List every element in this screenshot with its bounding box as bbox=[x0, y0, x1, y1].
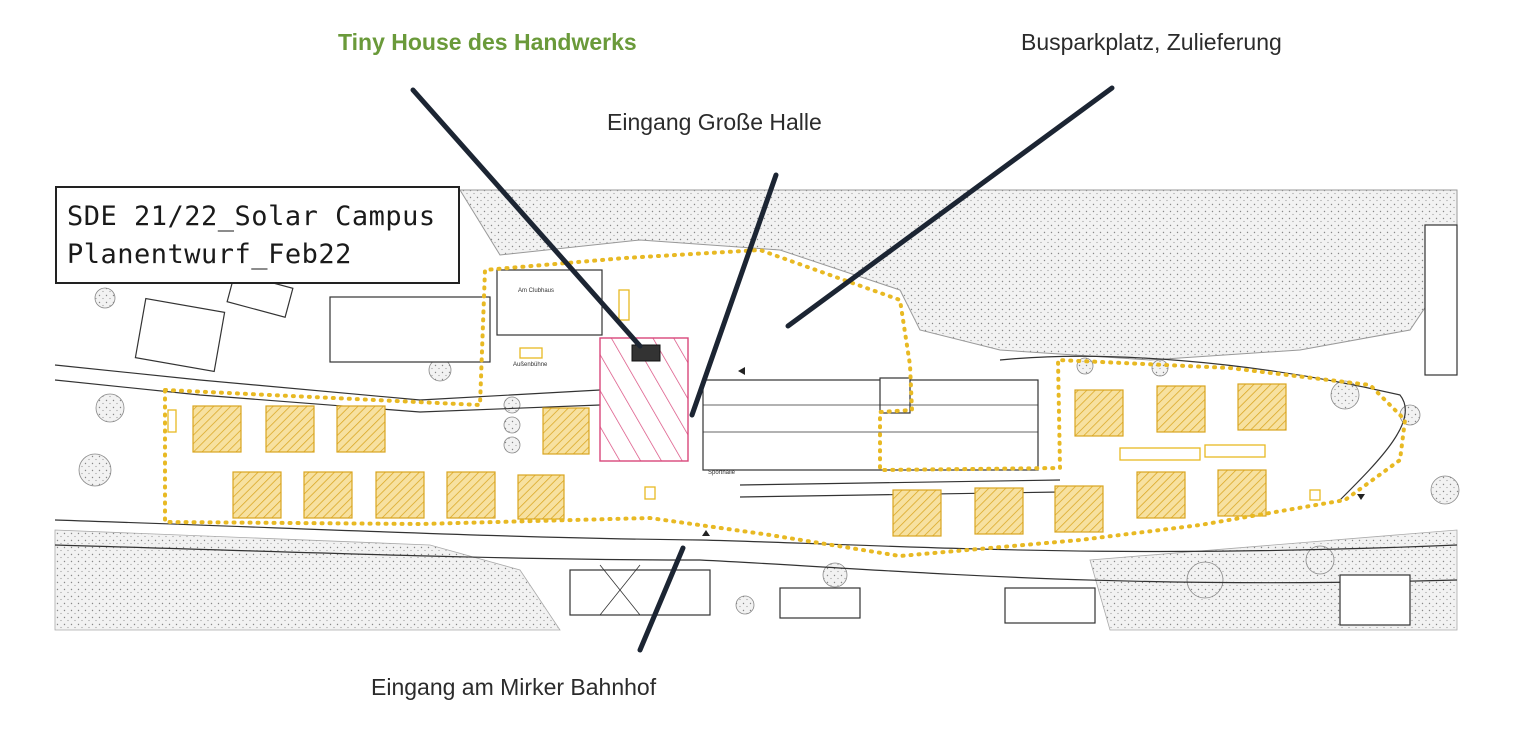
pointer-busparkplatz bbox=[785, 85, 1115, 329]
map-label-buehne: Außenbühne bbox=[513, 362, 548, 368]
existing-buildings bbox=[134, 224, 1458, 626]
tiny-house-marker bbox=[631, 344, 661, 362]
site-boundary bbox=[163, 247, 1408, 559]
entrance-arrow-icon bbox=[702, 530, 710, 536]
pointer-eingang-bahnhof bbox=[637, 545, 686, 653]
map-label-halle: Sporthalle bbox=[708, 470, 736, 476]
plan-title-box: SDE 21/22_Solar Campus Planentwurf_Feb22 bbox=[55, 186, 460, 284]
plan-title-line1: SDE 21/22_Solar Campus bbox=[67, 201, 436, 232]
map-label-clubhaus: Am Clubhaus bbox=[518, 288, 554, 294]
callout-busparkplatz: Busparkplatz, Zulieferung bbox=[1021, 29, 1282, 55]
callout-tiny-house: Tiny House des Handwerks bbox=[338, 29, 637, 55]
entrance-arrow-icon bbox=[738, 367, 745, 375]
accessory-plots bbox=[167, 289, 1321, 501]
pointer-eingang-halle bbox=[689, 172, 779, 418]
callout-eingang-halle: Eingang Große Halle bbox=[607, 109, 822, 135]
callout-pointers bbox=[410, 85, 1115, 653]
tree-area-southwest bbox=[54, 529, 561, 631]
pointer-tiny-house bbox=[410, 87, 643, 349]
trees bbox=[78, 287, 1460, 615]
entrance-arrow-icon bbox=[1357, 494, 1365, 500]
callout-eingang-bahnhof: Eingang am Mirker Bahnhof bbox=[371, 674, 657, 700]
plan-title-line2: Planentwurf_Feb22 bbox=[67, 239, 352, 270]
solar-house-plots bbox=[192, 383, 1287, 537]
